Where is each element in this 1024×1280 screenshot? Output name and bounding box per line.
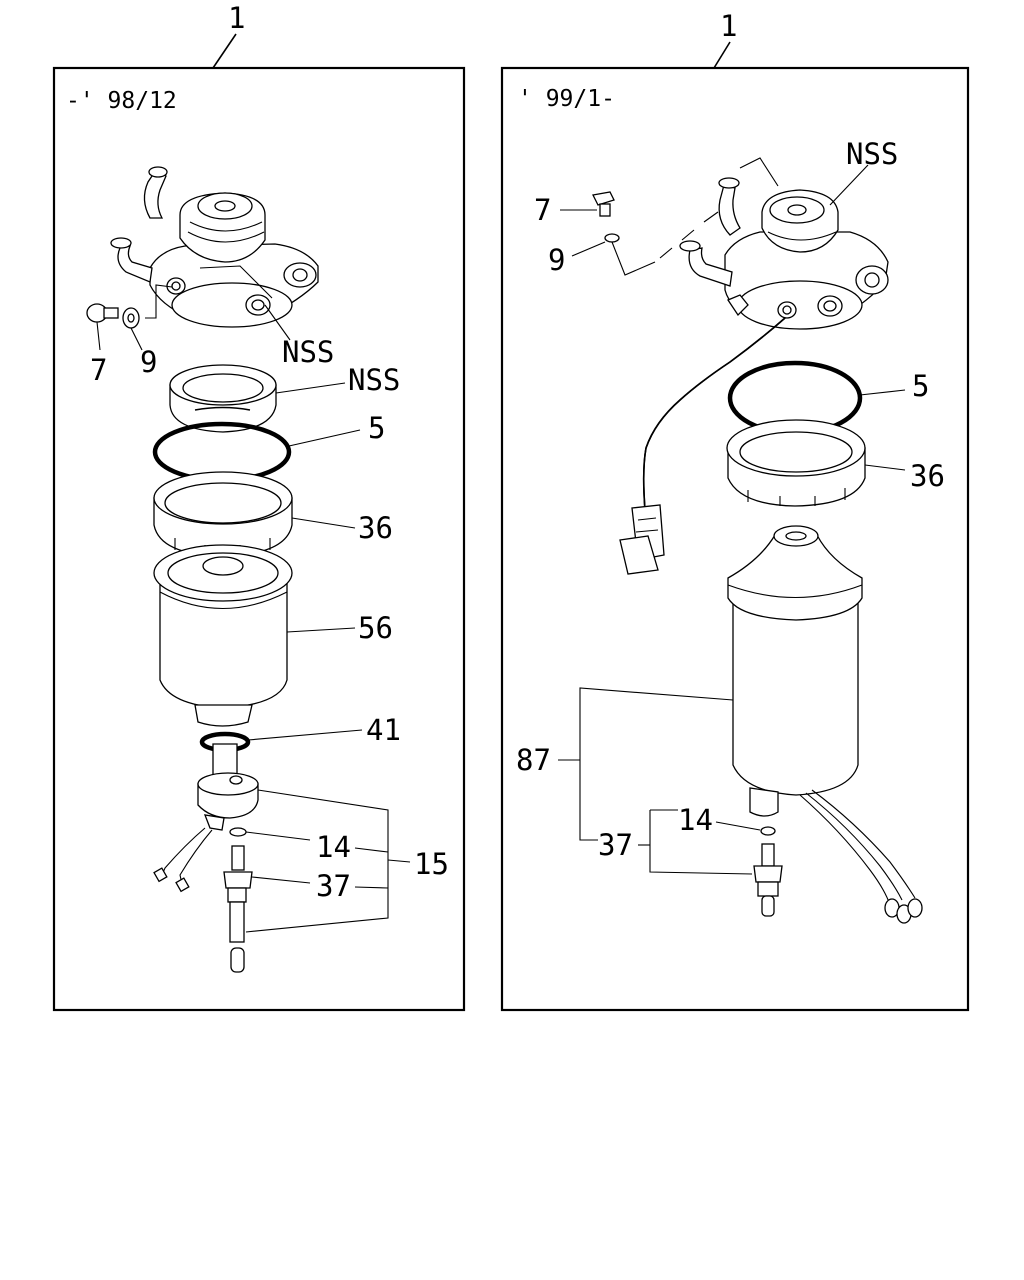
leader-9-right	[571, 241, 606, 257]
callout-14-left: 14	[316, 830, 351, 864]
leader-36-right	[864, 464, 906, 471]
cap-ring-part-left	[169, 364, 277, 433]
bracket-7-9-left	[145, 284, 173, 319]
filter-element-part-87-right	[727, 525, 923, 924]
leader-56-left	[286, 627, 356, 633]
callout-nss-cap-left: NSS	[348, 363, 400, 397]
leader-14-left	[245, 831, 311, 841]
leader-41-left	[247, 729, 363, 741]
bracket-15-left	[245, 789, 389, 933]
assembly-leader-left	[212, 33, 237, 69]
callout-37-right: 37	[598, 828, 633, 862]
callout-9-left: 9	[140, 345, 157, 379]
callout-nss-top-left: NSS	[282, 335, 334, 369]
sensor-part-37-left	[223, 845, 253, 973]
callout-37-left: 37	[316, 869, 351, 903]
leader-nss-top-left	[264, 304, 291, 341]
bracket-87-right	[579, 687, 734, 841]
callout-87-right: 87	[516, 743, 551, 777]
panel-frame-right	[500, 66, 970, 1012]
leader-9-left	[130, 327, 143, 351]
wire-harness-right	[619, 317, 786, 575]
callout-7-left: 7	[90, 353, 107, 387]
callout-nss-top-right: NSS	[846, 137, 898, 171]
leader-15-left	[387, 859, 411, 863]
callout-5-left: 5	[368, 411, 385, 445]
retaining-ring-part-36-left	[153, 471, 293, 557]
filter-head-left	[110, 166, 319, 328]
bracket-15-tick-b	[354, 886, 389, 889]
washer-part-9-left	[122, 307, 140, 329]
sensor-part-37-right	[753, 843, 783, 917]
o-ring-part-14-left	[229, 827, 247, 837]
callout-36-right: 36	[910, 459, 945, 493]
leader-36-left	[291, 517, 356, 529]
date-range-right: ' 99/1-	[518, 86, 615, 112]
leader-5-right	[859, 389, 906, 396]
bracket-37-right	[649, 810, 753, 875]
callout-15-left: 15	[414, 847, 449, 881]
assembly-leader-right	[713, 41, 731, 69]
retaining-ring-part-36-right	[726, 419, 866, 507]
bracket-nss-right	[739, 157, 779, 187]
leader-14-right	[715, 821, 761, 831]
dash-centerline-right	[659, 211, 719, 259]
callout-7-right: 7	[534, 193, 551, 227]
drain-plug-part-left	[153, 772, 259, 893]
leader-nss-right	[829, 164, 869, 206]
o-ring-part-14-right	[760, 826, 776, 836]
callout-56-left: 56	[358, 611, 393, 645]
filter-element-part-56-left	[153, 544, 293, 727]
leader-nss-cap-left	[275, 382, 346, 394]
panel-right: 1 ' 99/1- NSS	[500, 9, 970, 1012]
assembly-label-right: 1	[720, 9, 737, 43]
callout-9-right: 9	[548, 243, 565, 277]
callout-14-right: 14	[678, 803, 713, 837]
callout-41-left: 41	[366, 713, 401, 747]
leader-5-left	[288, 429, 361, 447]
bracket-15-tick-a	[354, 847, 389, 853]
date-range-left: -' 98/12	[66, 88, 177, 114]
screw-part-7-right	[592, 191, 615, 217]
bracket-7-9-right	[611, 241, 656, 276]
washer-part-9-right	[604, 233, 620, 243]
leader-7-left	[96, 321, 101, 351]
callout-5-right: 5	[912, 369, 929, 403]
callout-36-left: 36	[358, 511, 393, 545]
assembly-label-left: 1	[228, 1, 245, 35]
leader-37-left	[251, 876, 311, 884]
filter-head-right	[679, 177, 889, 330]
panel-left: 1 -' 98/12	[52, 1, 466, 1012]
